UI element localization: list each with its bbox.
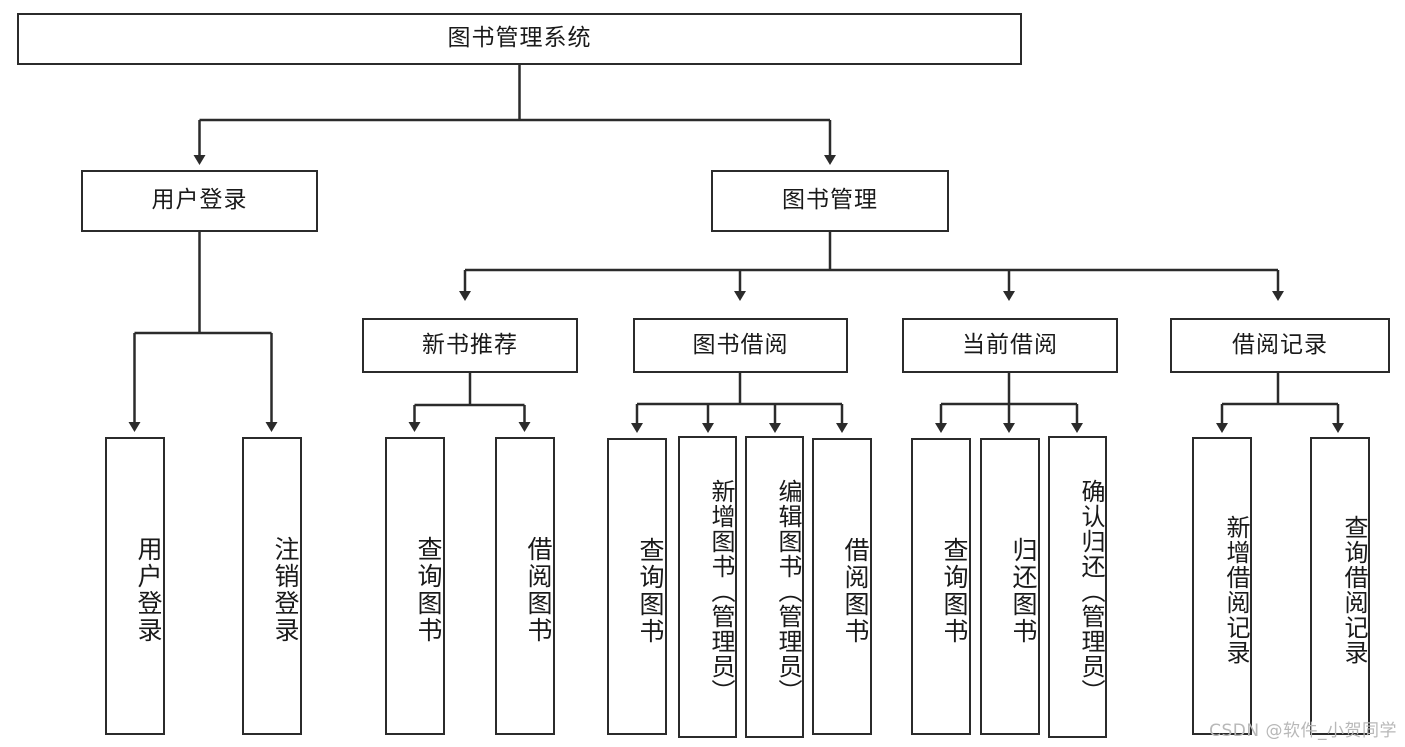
- node-label: 新增借阅记录: [1222, 515, 1250, 665]
- leaf-edit-book-admin[interactable]: 编辑图书（管理员）: [745, 436, 804, 738]
- csdn-watermark: CSDN @软件_小贺同学: [1209, 721, 1397, 741]
- node-label: 查询图书: [940, 536, 969, 645]
- leaf-confirm-return-admin[interactable]: 确认归还（管理员）: [1048, 436, 1107, 738]
- leaf-user-logout[interactable]: 注销登录: [242, 437, 302, 735]
- node-label: 查询图书: [636, 536, 665, 645]
- node-label: 归还图书: [1009, 536, 1038, 645]
- leaf-borrow-book-recommend[interactable]: 借阅图书: [495, 437, 555, 735]
- node-book-borrow[interactable]: 图书借阅: [633, 318, 848, 373]
- node-label: 图书管理系统: [447, 25, 592, 52]
- leaf-add-borrow-record[interactable]: 新增借阅记录: [1192, 437, 1252, 735]
- leaf-query-borrow-record[interactable]: 查询借阅记录: [1310, 437, 1370, 735]
- node-label: 注销登录: [271, 536, 300, 644]
- node-label: 查询图书: [414, 536, 443, 644]
- leaf-borrow-book[interactable]: 借阅图书: [812, 438, 872, 735]
- leaf-query-book-borrow[interactable]: 查询图书: [607, 438, 667, 735]
- node-label: 借阅图书: [524, 536, 553, 644]
- node-label: 借阅图书: [841, 536, 870, 645]
- node-label: 图书借阅: [692, 331, 789, 358]
- node-label: 借阅记录: [1232, 331, 1328, 358]
- node-label: 用户登录: [134, 536, 163, 644]
- node-current-borrow[interactable]: 当前借阅: [902, 318, 1118, 373]
- leaf-query-book-recommend[interactable]: 查询图书: [385, 437, 445, 735]
- node-label: 新书推荐: [422, 331, 518, 358]
- node-label: 当前借阅: [962, 331, 1058, 358]
- node-new-book-recommend[interactable]: 新书推荐: [362, 318, 578, 373]
- node-label: 新增图书（管理员）: [707, 478, 735, 704]
- node-root-system[interactable]: 图书管理系统: [17, 13, 1022, 65]
- node-label: 确认归还（管理员）: [1077, 478, 1105, 704]
- node-label: 查询借阅记录: [1340, 515, 1368, 665]
- leaf-add-book-admin[interactable]: 新增图书（管理员）: [678, 436, 737, 738]
- node-book-management[interactable]: 图书管理: [711, 170, 949, 232]
- node-label: 图书管理: [782, 187, 878, 214]
- node-borrow-record[interactable]: 借阅记录: [1170, 318, 1390, 373]
- node-label: 用户登录: [151, 187, 248, 214]
- node-label: 编辑图书（管理员）: [774, 478, 802, 704]
- node-user-login[interactable]: 用户登录: [81, 170, 318, 232]
- leaf-query-book-current[interactable]: 查询图书: [911, 438, 971, 735]
- leaf-return-book[interactable]: 归还图书: [980, 438, 1040, 735]
- leaf-user-login[interactable]: 用户登录: [105, 437, 165, 735]
